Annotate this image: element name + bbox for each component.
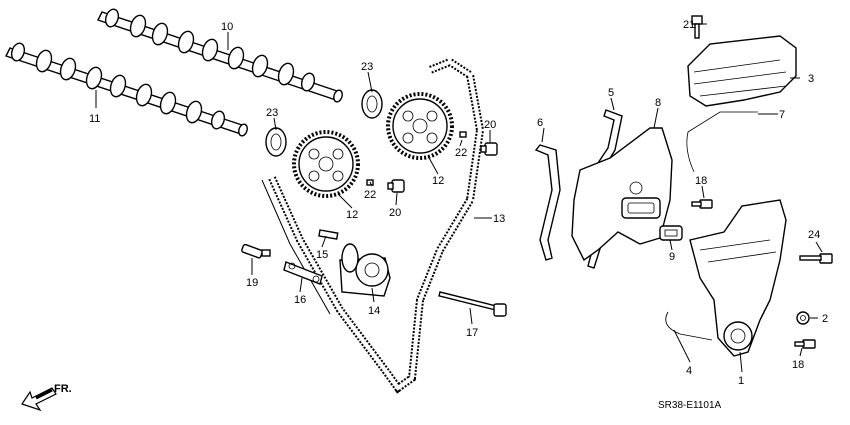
camshaft-11: [5, 42, 248, 137]
callout-12-right: 12: [432, 175, 444, 187]
lower-timing-cover-1: [689, 199, 787, 357]
callout-9: 9: [669, 251, 675, 263]
front-direction-label: FR.: [54, 383, 72, 395]
woodruff-key-22-right: [459, 131, 467, 138]
head-cover-3: [687, 35, 797, 107]
tensioner-spring-16: [283, 261, 323, 285]
callout-18-upper: 18: [695, 175, 707, 187]
bolt-18-lower: [794, 339, 816, 349]
callout-8: 8: [655, 97, 661, 109]
front-direction-arrow: [21, 387, 57, 412]
callout-24: 24: [808, 229, 820, 241]
callout-2: 2: [822, 313, 828, 325]
gasket-6: [534, 144, 561, 261]
tensioner-stud-15: [318, 229, 339, 240]
diagram-code: SR38-E1101A: [658, 400, 722, 411]
callout-10: 10: [221, 21, 233, 33]
bolt-24: [799, 253, 833, 264]
callout-14: 14: [368, 305, 380, 317]
callout-23-right: 23: [361, 61, 373, 73]
oil-seal-23-left: [265, 127, 287, 157]
camshaft-10: [97, 8, 343, 103]
callout-3: 3: [808, 73, 814, 85]
callout-19: 19: [246, 277, 258, 289]
belt-tensioner-14: [339, 243, 391, 297]
callout-22-right: 22: [455, 147, 467, 159]
callout-22-left: 22: [364, 189, 376, 201]
callout-17: 17: [466, 327, 478, 339]
grommet-9: [659, 225, 683, 241]
pulley-bolt-20-left: [387, 179, 405, 193]
timing-belt-13: [261, 57, 485, 394]
seal-7: [686, 111, 758, 173]
callout-12-left: 12: [346, 209, 358, 221]
callout-20-right: 20: [484, 119, 496, 131]
callout-23-left: 23: [266, 107, 278, 119]
callout-4: 4: [686, 365, 692, 377]
callout-16: 16: [294, 294, 306, 306]
bolt-18-upper: [691, 199, 713, 209]
part-19: [241, 243, 271, 259]
callout-6: 6: [537, 117, 543, 129]
callout-7: 7: [779, 109, 785, 121]
cam-pulley-12-right: [386, 92, 454, 160]
callout-15: 15: [316, 249, 328, 261]
callout-5: 5: [608, 87, 614, 99]
oil-seal-23-right: [361, 89, 383, 119]
upper-timing-cover-8: [571, 127, 673, 262]
callout-18-lower: 18: [792, 359, 804, 371]
callout-13: 13: [493, 213, 505, 225]
cam-pulley-12-left: [292, 130, 360, 198]
nut-2: [796, 311, 810, 325]
callout-11: 11: [89, 113, 100, 125]
seal-4: [665, 311, 713, 341]
callout-21: 21: [683, 19, 695, 31]
callout-1: 1: [738, 375, 744, 387]
callout-20-left: 20: [389, 207, 401, 219]
bolt-21: [691, 15, 703, 39]
tensioner-bolt-17: [438, 291, 507, 317]
pulley-bolt-20-right: [480, 142, 498, 156]
